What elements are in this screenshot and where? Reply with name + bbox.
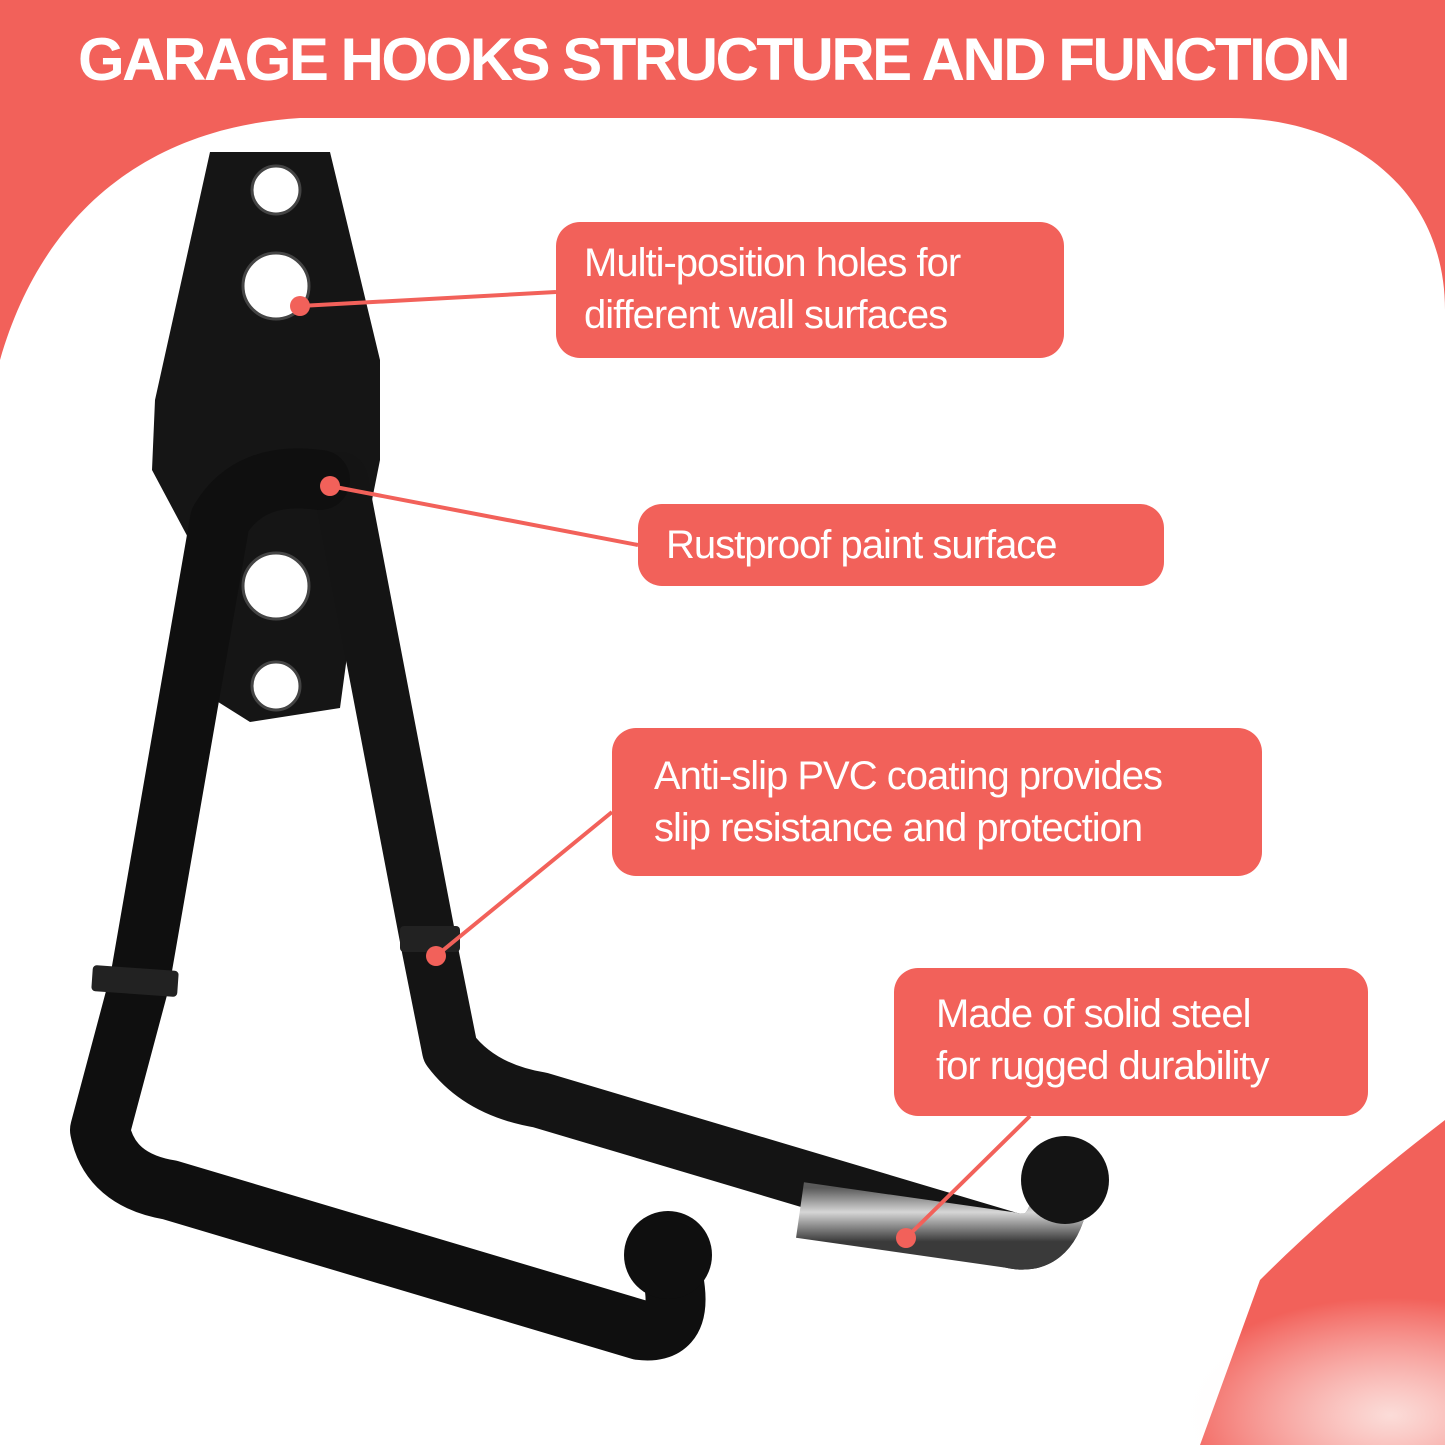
mount-hole-4	[250, 660, 302, 712]
mount-hole-3	[241, 551, 311, 621]
callout-pvc-coating: Anti-slip PVC coating provides slip resi…	[612, 728, 1262, 876]
callout-connectors	[290, 290, 1032, 1248]
callout-line: Anti-slip PVC coating provides	[654, 754, 1163, 798]
callout-line: Rustproof paint surface	[666, 523, 1058, 567]
callout-line: slip resistance and protection	[654, 806, 1143, 850]
pvc-sleeve-left	[91, 965, 179, 997]
callout-line: different wall surfaces	[584, 293, 948, 337]
garage-hook-illustration	[70, 152, 1109, 1361]
end-cap-left	[624, 1211, 712, 1299]
mount-hole-1	[250, 164, 302, 216]
pink-glow	[900, 1150, 1445, 1445]
callout-line: Made of solid steel	[936, 992, 1252, 1036]
end-cap-right	[1021, 1136, 1109, 1224]
callout-solid-steel: Made of solid steel for rugged durabilit…	[894, 968, 1368, 1116]
callout-line: for rugged durability	[936, 1044, 1270, 1088]
callout-rustproof-paint: Rustproof paint surface	[638, 504, 1164, 586]
pvc-sleeve-right	[400, 926, 460, 952]
hook-arm-front	[70, 448, 706, 1361]
callout-line: Multi-position holes for	[584, 241, 961, 285]
page-title: GARAGE HOOKS STRUCTURE AND FUNCTION	[78, 26, 1351, 93]
callout-multi-position-holes: Multi-position holes for different wall …	[556, 222, 1064, 358]
